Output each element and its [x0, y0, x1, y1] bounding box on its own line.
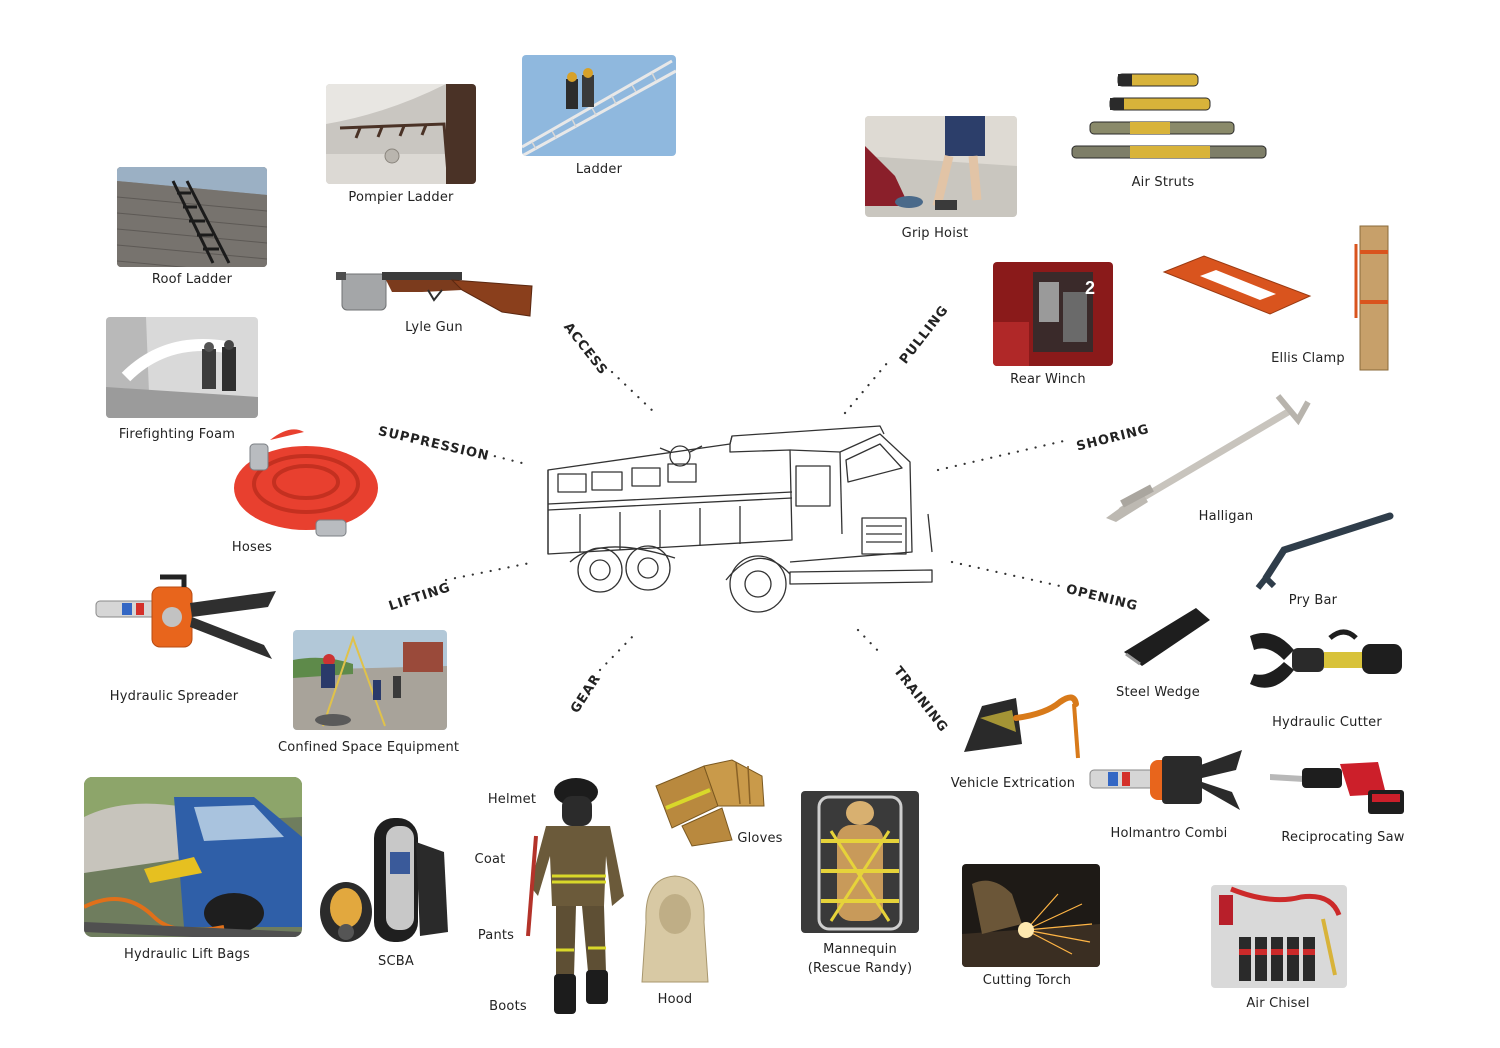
cutting-torch-label: Cutting Torch [982, 973, 1072, 988]
hydraulic-spreader-label: Hydraulic Spreader [109, 689, 239, 704]
connector-shoring [936, 438, 1070, 472]
roof-ladder-label: Roof Ladder [151, 272, 233, 287]
connector-pulling [843, 360, 890, 415]
connector-lifting [444, 561, 532, 582]
hydraulic-cutter-photo [1244, 626, 1404, 698]
gloves-label: Gloves [737, 831, 783, 846]
hydraulic-lift-bags-photo [84, 777, 302, 937]
halligan-photo [1102, 392, 1312, 528]
steel-wedge-photo [1120, 604, 1214, 668]
grip-hoist-label: Grip Hoist [901, 226, 969, 241]
holmantro-combi-label: Holmantro Combi [1110, 826, 1228, 841]
gloves-photo [652, 756, 768, 848]
mannequin-photo [801, 791, 919, 933]
cutting-torch-photo [962, 864, 1100, 967]
pompier-ladder-photo [326, 84, 476, 184]
hydraulic-lift-bags-label: Hydraulic Lift Bags [124, 947, 250, 962]
svg-text:2: 2 [1085, 278, 1095, 298]
hoses-photo [230, 424, 382, 552]
holmantro-combi-photo [1086, 746, 1246, 814]
hood-photo [640, 872, 710, 986]
mannequin-sublabel: (Rescue Randy) [807, 961, 913, 976]
rear-winch-photo: 2 [993, 262, 1113, 366]
ellis-clamp-label: Ellis Clamp [1271, 351, 1345, 366]
halligan-label: Halligan [1198, 509, 1254, 524]
pompier-ladder-label: Pompier Ladder [348, 190, 454, 205]
connector-gear [598, 631, 638, 672]
hydraulic-spreader-photo [92, 573, 276, 665]
coat-label: Coat [474, 852, 506, 867]
firefighting-foam-photo [106, 317, 258, 418]
confined-space-label: Confined Space Equipment [278, 740, 460, 755]
scba-label: SCBA [378, 954, 414, 969]
boots-label: Boots [489, 999, 527, 1014]
mannequin-label: Mannequin [823, 942, 897, 957]
air-struts-photo [1070, 70, 1268, 164]
rear-winch-label: Rear Winch [1010, 372, 1086, 387]
vehicle-extrication-photo [956, 688, 1082, 772]
air-chisel-label: Air Chisel [1246, 996, 1310, 1011]
firefighting-foam-label: Firefighting Foam [118, 427, 236, 442]
connector-access [610, 370, 658, 416]
reciprocating-saw-label: Reciprocating Saw [1281, 830, 1405, 845]
ladder-photo [522, 55, 676, 156]
pants-label: Pants [477, 928, 515, 943]
grip-hoist-photo [865, 116, 1017, 217]
ellis-clamp-photo [1160, 222, 1396, 372]
hoses-label: Hoses [231, 540, 273, 555]
scba-photo [316, 812, 464, 950]
fire-truck-sketch [547, 425, 933, 613]
roof-ladder-photo [117, 167, 267, 267]
hood-label: Hood [657, 992, 693, 1007]
helmet-label: Helmet [487, 792, 537, 807]
lyle-gun-label: Lyle Gun [405, 320, 463, 335]
pry-bar-label: Pry Bar [1288, 593, 1338, 608]
confined-space-photo [293, 630, 447, 730]
hydraulic-cutter-label: Hydraulic Cutter [1272, 715, 1382, 730]
steel-wedge-label: Steel Wedge [1116, 685, 1200, 700]
ladder-label: Ladder [575, 162, 623, 177]
vehicle-extrication-label: Vehicle Extrication [950, 776, 1076, 791]
firefighter-figure [526, 776, 632, 1020]
air-chisel-photo [1211, 885, 1347, 988]
lyle-gun-photo [332, 262, 534, 322]
air-struts-label: Air Struts [1131, 175, 1195, 190]
pry-bar-photo [1254, 508, 1394, 592]
connector-opening [950, 560, 1062, 588]
connector-training [856, 628, 884, 657]
connector-suppression [484, 452, 528, 466]
reciprocating-saw-photo [1268, 754, 1406, 818]
